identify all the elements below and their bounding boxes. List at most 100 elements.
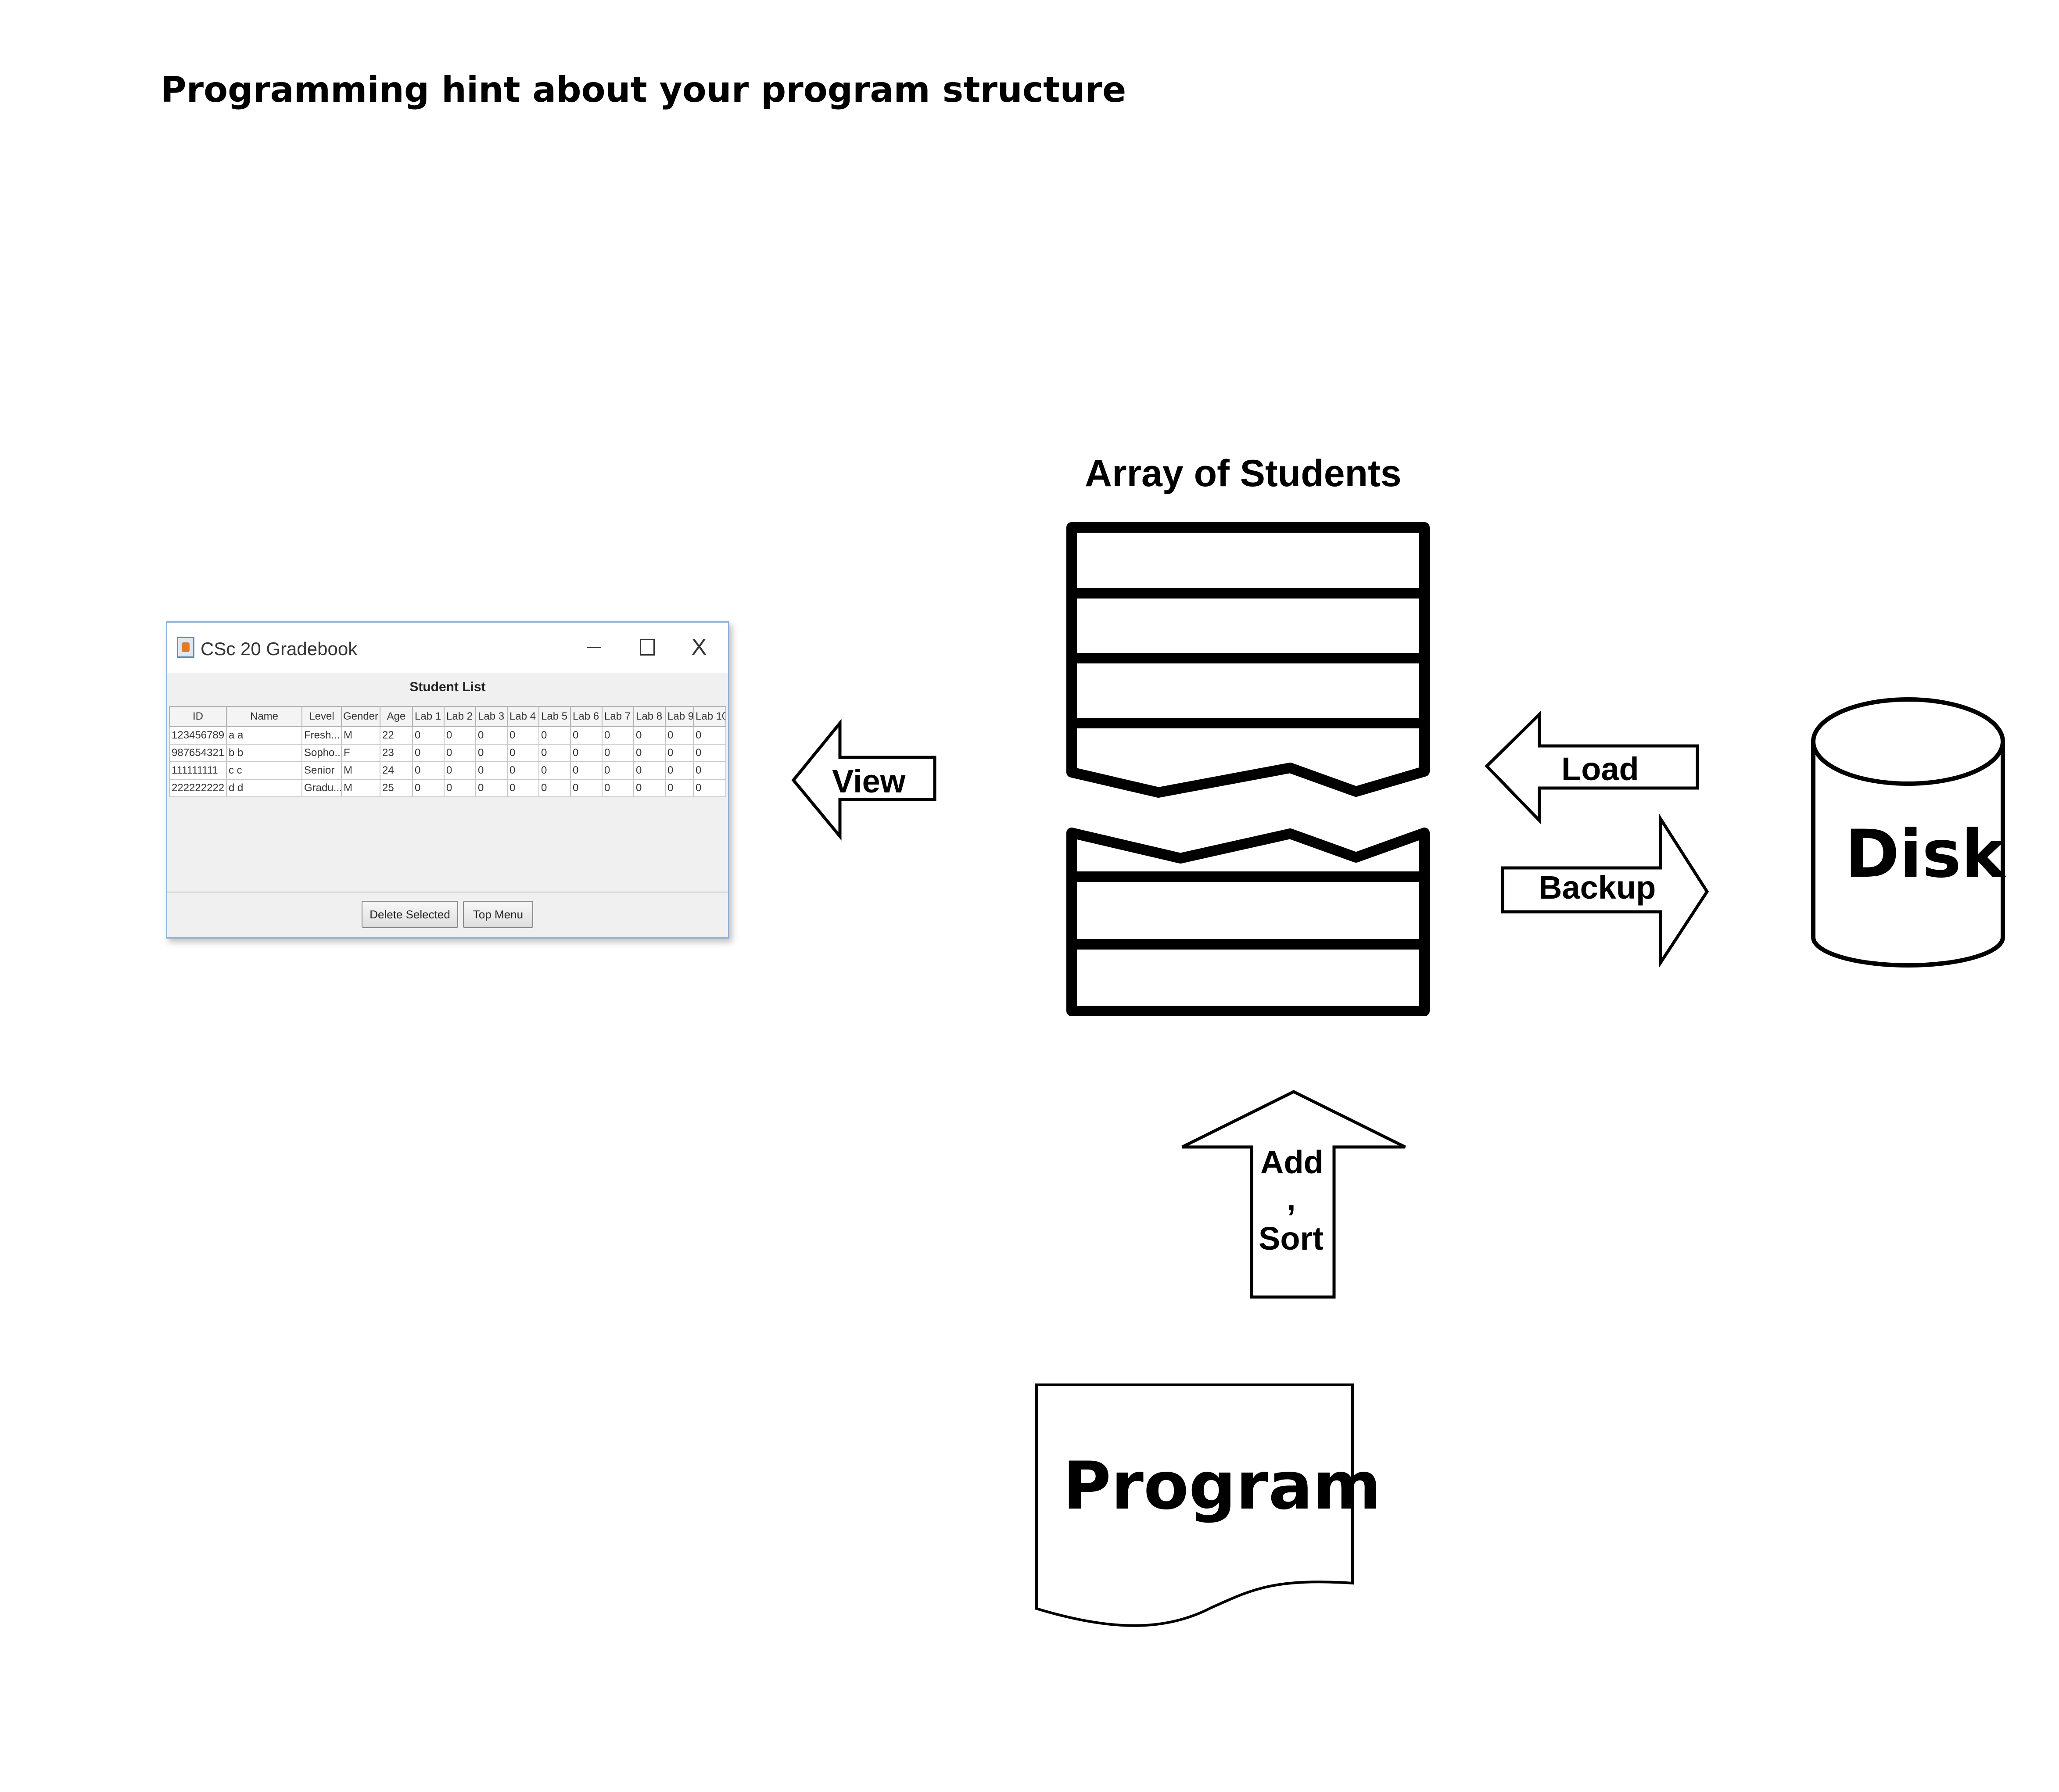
table-cell: Fresh... [301,726,342,745]
table-cell: a a [226,726,302,745]
table-cell: 0 [412,761,445,780]
table-cell: 0 [665,726,694,745]
column-header[interactable]: Name [226,706,302,727]
window-title: CSc 20 Gradebook [201,638,358,659]
disk-label: Disk [1845,816,2005,892]
table-cell: d d [226,779,302,797]
column-header[interactable]: ID [169,706,227,727]
table-cell: 0 [538,744,571,762]
table-cell: 0 [570,744,603,762]
column-header[interactable]: Lab 7 [602,706,634,727]
close-icon[interactable]: X [691,634,707,660]
backup-label: Backup [1539,869,1656,906]
add-label: Add [1260,1144,1324,1180]
table-cell: 25 [380,779,413,797]
table-cell: 0 [602,726,634,745]
table-cell: 0 [693,761,726,780]
column-header[interactable]: Lab 2 [444,706,476,727]
table-cell: 987654321 [169,744,227,762]
table-cell: 0 [633,761,666,780]
table-cell: 0 [665,744,694,762]
view-label: View [832,763,906,799]
column-header[interactable]: Lab 5 [538,706,571,727]
program-label: Program [1063,1448,1381,1524]
table-cell: 0 [633,779,666,797]
column-header[interactable]: Lab 3 [475,706,508,727]
table-cell: 0 [665,761,694,780]
table-cell: 23 [380,744,413,762]
column-header[interactable]: Lab 9 [665,706,694,727]
array-title: Array of Students [1085,452,1402,495]
table-cell: 0 [693,726,726,745]
table-cell: 0 [665,779,694,797]
table-cell: 0 [538,726,571,745]
table-cell: 0 [570,761,603,780]
column-header[interactable]: Lab 6 [570,706,603,727]
top-menu-button[interactable]: Top Menu [463,901,533,928]
table-cell: 0 [693,779,726,797]
table-cell: 24 [380,761,413,780]
table-cell: 0 [444,726,476,745]
table-cell: 0 [633,744,666,762]
table-cell: 0 [538,761,571,780]
table-cell: 0 [444,761,476,780]
column-header[interactable]: Lab 1 [412,706,445,727]
table-cell: Sopho... [301,744,342,762]
table-cell: 0 [507,744,539,762]
table-cell: 222222222 [169,779,227,797]
load-label: Load [1561,751,1639,787]
student-list-heading: Student List [409,680,486,694]
minimize-icon[interactable] [578,634,610,660]
table-cell: 0 [570,726,603,745]
column-header[interactable]: Gender [341,706,380,727]
table-cell: 0 [412,744,445,762]
table-cell: 0 [507,779,539,797]
table-cell: M [341,726,380,745]
sort-label: Sort [1259,1220,1324,1257]
table-cell: 0 [602,744,634,762]
table-cell: 0 [633,726,666,745]
backup-arrow-icon [1501,814,1709,968]
java-app-icon [177,637,194,658]
add-sort-arrow-icon [1181,1090,1406,1299]
table-cell: 0 [444,744,476,762]
table-cell: 0 [475,744,508,762]
maximize-icon[interactable] [631,634,663,660]
column-header[interactable]: Level [301,706,342,727]
column-header[interactable]: Lab 10 [693,706,726,727]
table-cell: 0 [444,779,476,797]
table-cell: 0 [475,779,508,797]
window-titlebar: CSc 20 Gradebook X [167,623,728,673]
page-heading: Programming hint about your program stru… [161,69,1126,110]
table-cell: b b [226,744,302,762]
load-arrow-icon [1485,710,1699,824]
table-cell: 0 [538,779,571,797]
column-header[interactable]: Lab 4 [507,706,539,727]
program-document-icon [1035,1383,1354,1627]
column-header[interactable]: Lab 8 [633,706,666,727]
array-lower-block [1066,828,1430,1016]
table-cell: 111111111 [169,761,227,780]
delete-selected-button[interactable]: Delete Selected [362,901,458,928]
table-cell: 0 [602,779,634,797]
table-cell: F [341,744,380,762]
array-upper-block [1066,522,1430,798]
table-cell: 0 [507,761,539,780]
column-header[interactable]: Age [380,706,413,727]
view-arrow-icon [791,719,936,841]
comma-label: , [1287,1181,1296,1217]
table-cell: 0 [570,779,603,797]
table-cell: Gradu... [301,779,342,797]
table-cell: 123456789 [169,726,227,745]
table-cell: 0 [693,744,726,762]
table-cell: 0 [602,761,634,780]
table-cell: 0 [507,726,539,745]
